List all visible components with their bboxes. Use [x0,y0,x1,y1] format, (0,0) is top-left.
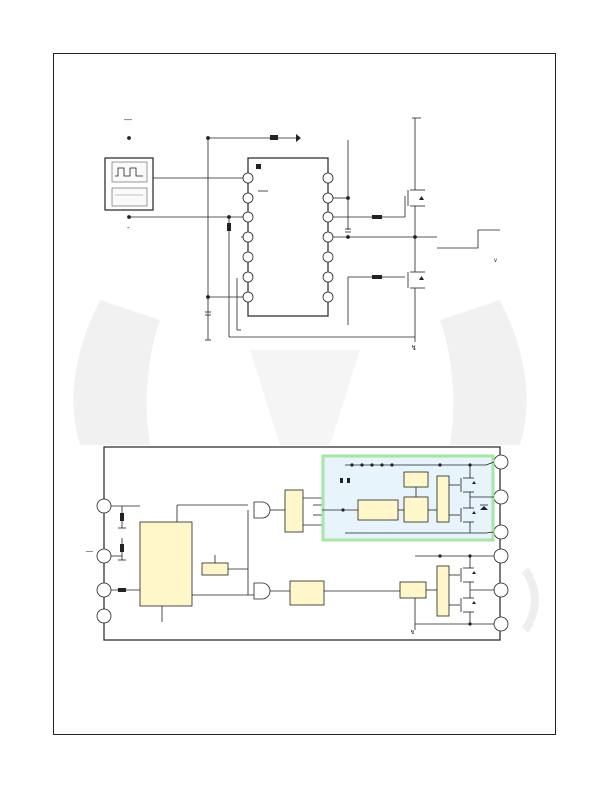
top-schematic: — - [104,115,500,352]
uvlo-block [201,562,229,576]
high-side-driver-region [321,454,495,542]
page-frame [53,53,556,735]
hs-latch [403,496,429,523]
low-side-driver [399,554,494,630]
hs-mosfet-top-icon [460,465,476,500]
vcc-overbar: — [124,115,132,124]
logic-block [139,521,193,607]
square-wave-icon [115,167,143,177]
hs-mosfet-bottom-icon [460,500,476,533]
level-shifter [284,489,304,533]
output-waveform [437,229,500,249]
diode-icon [296,134,301,142]
low-side-mosfet-icon [407,237,425,342]
ls-mosfet-top-icon [460,556,476,598]
resistor-icon [227,223,231,231]
watermark-logo [73,300,539,633]
driver-ic [242,157,334,317]
delay-block [289,580,325,606]
output-marker: v [494,258,497,264]
and-gate-high [253,501,271,519]
hs-clamp-diode-icon [480,506,488,510]
high-side-mosfet-icon [407,117,425,237]
ground-symbol-top: ↯ [411,344,417,352]
pin-minus-label: - [127,223,130,232]
block-minus-label: — [86,548,93,555]
ls-mosfet-bottom-icon [460,597,476,624]
pulse-generator [104,157,154,211]
hs-output-stage [436,475,450,523]
hs-pulse-filter [357,499,399,521]
block-diagram: — [86,446,509,641]
ls-output-stage [436,565,450,617]
and-gate-low [253,582,271,600]
hs-uvlo-block [403,471,429,488]
ls-delay-block [399,581,427,599]
ground-symbol-bottom: ↯ [410,629,415,636]
